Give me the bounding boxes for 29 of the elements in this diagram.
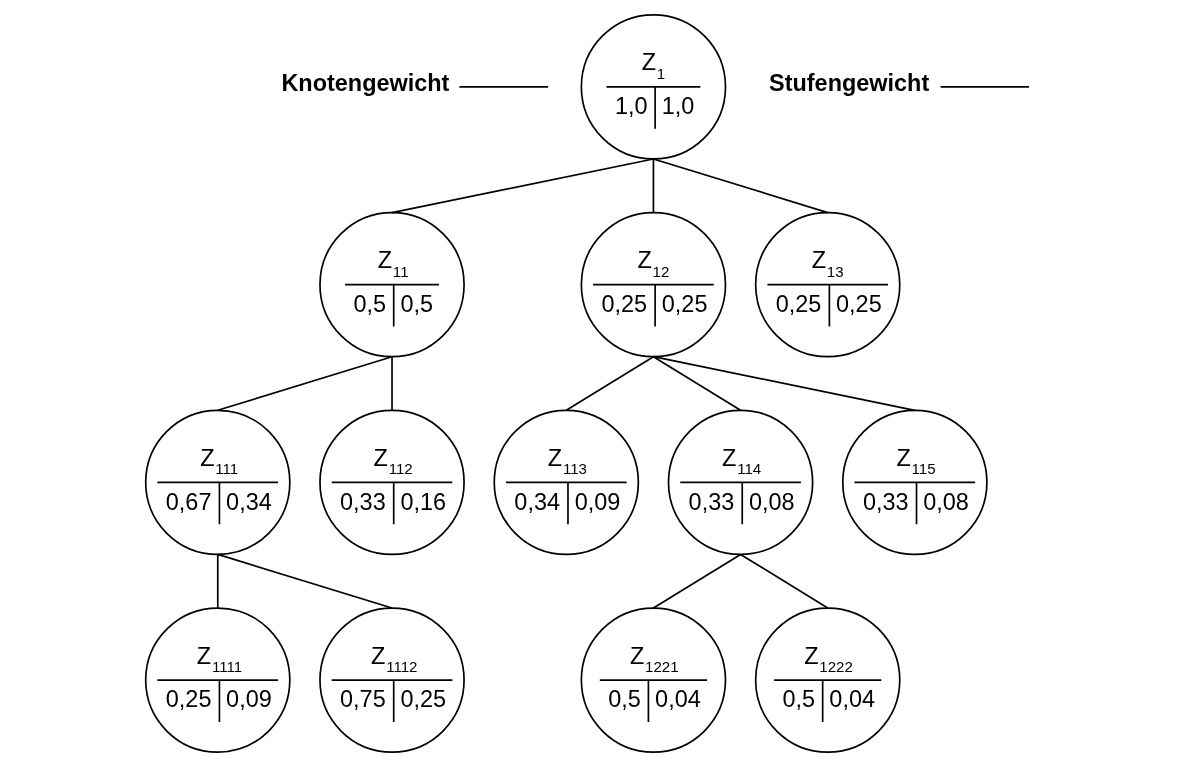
node-text: Stufengewicht [769, 70, 930, 97]
node-circle: Z$_{1}$ 1,0 1,0 [580, 14, 727, 160]
node-circle: Z$_{1222}$ 0,5 0,04 [754, 607, 901, 753]
node-circle: Z$_{1221}$ 0,5 0,04 [580, 607, 727, 753]
connector [216, 355, 393, 412]
connector [391, 158, 655, 214]
node-circle: Z$_{11}$ 0,5 0,5 [319, 211, 465, 358]
connector [565, 355, 655, 412]
node-circle: Z$_{111}$ 0,67 0,34 [144, 409, 291, 556]
node-circle: Z$_{12}$ 0,25 0,25 [580, 211, 727, 358]
connector [216, 553, 219, 609]
connector [652, 158, 829, 214]
connector [652, 355, 742, 412]
connector [652, 158, 655, 214]
node-circle: Z$_{1111}$ 0,25 0,09 [144, 607, 291, 753]
node-circle: Z$_{114}$ 0,33 0,08 [667, 409, 814, 556]
node-circle: Z$_{112}$ 0,33 0,16 [319, 409, 465, 556]
node-circle: Z$_{1112}$ 0,75 0,25 [319, 607, 465, 753]
connector [652, 553, 742, 609]
node-circle: Z$_{115}$ 0,33 0,08 [841, 409, 988, 556]
node-text: Knotengewicht [281, 70, 450, 97]
connector [458, 86, 549, 88]
connector [939, 86, 1030, 88]
connector [216, 553, 393, 609]
connector [391, 355, 393, 412]
node-circle: Z$_{13}$ 0,25 0,25 [754, 211, 901, 358]
connector [652, 355, 916, 412]
node-circle: Z$_{113}$ 0,34 0,09 [493, 409, 640, 556]
connector [739, 553, 829, 609]
